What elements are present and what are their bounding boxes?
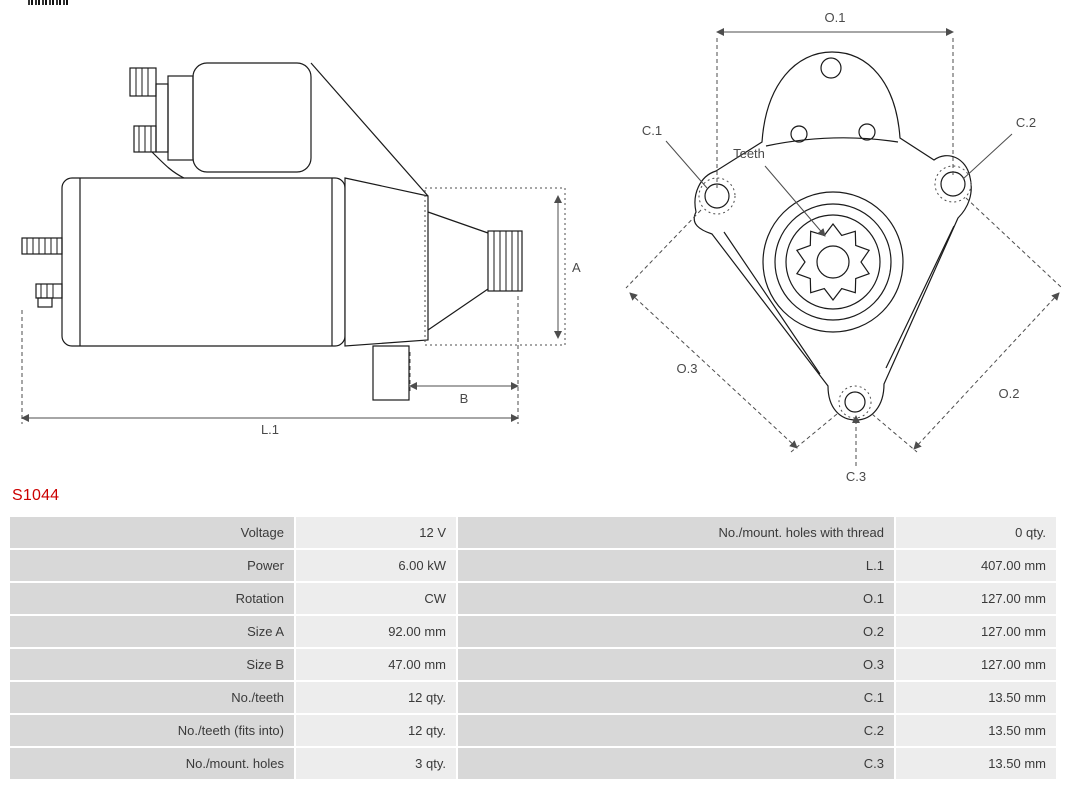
spec-label: Size B (10, 649, 294, 680)
spec-label: Rotation (10, 583, 294, 614)
gear-ring (774, 203, 892, 321)
spec-label: O.2 (458, 616, 894, 647)
starter-front-view-drawing (693, 51, 972, 421)
spec-table: Voltage 12 V No./mount. holes with threa… (10, 517, 1056, 779)
dim-c1-label: C.1 (642, 123, 662, 138)
spec-label: C.2 (458, 715, 894, 746)
spec-label: Power (10, 550, 294, 581)
spec-value: 92.00 mm (296, 616, 456, 647)
front-view-dimensions: O.1 C.1 C.2 Teeth C.3 O.3 O.2 (625, 10, 1063, 484)
dim-o2-label: O.2 (999, 386, 1020, 401)
side-view-dimensions: A B L.1 (21, 187, 581, 437)
spline-teeth (795, 223, 871, 301)
spec-label: O.3 (458, 649, 894, 680)
spec-value: 407.00 mm (896, 550, 1056, 581)
mount-hole-c1 (704, 183, 730, 209)
spec-value: 12 qty. (296, 682, 456, 713)
spec-value: 127.00 mm (896, 649, 1056, 680)
mounting-flange (693, 51, 972, 421)
spec-label: No./teeth (10, 682, 294, 713)
dim-c3-label: C.3 (846, 469, 866, 484)
spec-value: 3 qty. (296, 748, 456, 779)
solenoid (192, 62, 312, 173)
spec-value: CW (296, 583, 456, 614)
technical-drawing: A B L.1 (21, 10, 1063, 484)
terminal-stud (21, 237, 63, 255)
spec-value: 13.50 mm (896, 715, 1056, 746)
spec-label: Size A (10, 616, 294, 647)
spec-label: No./teeth (fits into) (10, 715, 294, 746)
dim-c2-label: C.2 (1016, 115, 1036, 130)
part-number: S1044 (12, 487, 60, 504)
pinion-gear (487, 230, 523, 292)
spec-value: 127.00 mm (896, 583, 1056, 614)
mount-hole-c3 (844, 391, 866, 413)
spec-value: 12 V (296, 517, 456, 548)
spec-label: No./mount. holes with thread (458, 517, 894, 548)
spec-value: 12 qty. (296, 715, 456, 746)
spec-label: C.1 (458, 682, 894, 713)
spec-label: L.1 (458, 550, 894, 581)
spec-label: C.3 (458, 748, 894, 779)
dim-l1-label: L.1 (261, 422, 279, 437)
dim-b-label: B (460, 391, 469, 406)
starter-side-view-drawing (21, 62, 523, 401)
barcode-fragment (28, 0, 70, 5)
spec-label: Voltage (10, 517, 294, 548)
dim-o3-label: O.3 (677, 361, 698, 376)
spec-label: No./mount. holes (10, 748, 294, 779)
teeth-label: Teeth (733, 146, 765, 161)
spec-label: O.1 (458, 583, 894, 614)
spec-value: 0 qty. (896, 517, 1056, 548)
spec-value: 13.50 mm (896, 748, 1056, 779)
spec-value: 6.00 kW (296, 550, 456, 581)
dim-a-label: A (572, 260, 581, 275)
dim-o1-label: O.1 (825, 10, 846, 25)
spec-value: 13.50 mm (896, 682, 1056, 713)
spec-value: 127.00 mm (896, 616, 1056, 647)
spec-value: 47.00 mm (296, 649, 456, 680)
